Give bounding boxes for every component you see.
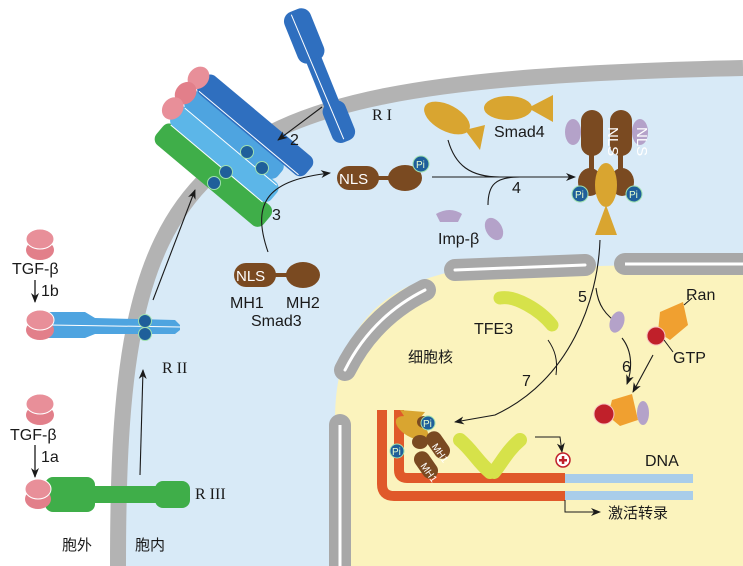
- tfe3-label: TFE3: [474, 321, 513, 338]
- tgf-beta-label-2: TGF-β: [10, 427, 57, 444]
- arrow-step-2: [277, 106, 323, 141]
- gtp-label: GTP: [673, 350, 706, 367]
- arrow-step-6-b: [632, 354, 654, 393]
- smad3p-nls-label: NLS: [339, 171, 368, 188]
- extracellular-label: 胞外: [62, 536, 92, 554]
- complex-nls-label-2: NLS: [633, 127, 650, 156]
- arrow-rII-to-complex: [152, 189, 196, 301]
- importin-a: [436, 210, 462, 222]
- tfe3-bound-a: [453, 433, 497, 479]
- smad4-a: [424, 101, 485, 150]
- step-4-label: 4: [512, 180, 521, 197]
- importin-b: [484, 217, 504, 241]
- receptor-I: [283, 8, 356, 143]
- smad4-label: Smad4: [494, 124, 545, 141]
- plus-icon: [555, 452, 571, 468]
- step-3-label: 3: [272, 207, 281, 224]
- smad3-mh2-label: MH2: [286, 295, 320, 312]
- receptor-I-label: R I: [372, 107, 392, 124]
- bound-pi-label-2: Pi: [392, 447, 401, 458]
- transcription-arrow: [564, 500, 601, 516]
- bound-pi-label-1: Pi: [423, 419, 432, 430]
- tgf-beta-ligand-2: [25, 393, 55, 425]
- tfe3-bound-b: [487, 433, 527, 479]
- step-7-label: 7: [522, 373, 531, 390]
- intracellular-label: 胞内: [135, 536, 165, 554]
- ran-pointer: [683, 297, 693, 306]
- importin-join-line: [487, 176, 521, 206]
- arrow-step-3: [261, 170, 331, 253]
- nuclear-envelope: [329, 253, 743, 566]
- smad-complex: [565, 110, 648, 235]
- smad4-b: [484, 95, 553, 122]
- tgf-beta-label-1: TGF-β: [12, 261, 59, 278]
- smad3-phosphorylated: [337, 155, 430, 191]
- arrow-rIII-to-rII: [138, 369, 147, 476]
- imp-beta-label: Imp-β: [438, 231, 479, 248]
- importin-nuclear: [609, 311, 625, 333]
- nucleus: [335, 262, 743, 566]
- dna-promoter: [377, 410, 565, 501]
- step-1a-label: 1a: [41, 449, 59, 466]
- receptor-II: [25, 309, 181, 341]
- activation-arrow: [535, 436, 565, 453]
- gtp-pointer: [663, 339, 674, 353]
- ran-label: Ran: [686, 287, 715, 304]
- dna: [565, 474, 693, 500]
- tfe3: [493, 291, 559, 332]
- step-2-label: 2: [290, 132, 299, 149]
- tgf-beta-ligand-1: [25, 228, 55, 260]
- receptor-II-label: R II: [162, 360, 187, 377]
- complex-nls-label-1: NLS: [604, 127, 621, 156]
- smad3-mh1-label: MH1: [230, 295, 264, 312]
- activate-transcription-label: 激活转录: [608, 504, 668, 522]
- smad3-nls-label: NLS: [236, 268, 265, 285]
- receptor-III: [24, 477, 190, 512]
- arrow-step-7: [454, 239, 601, 425]
- arrow-step-6-a: [621, 337, 634, 385]
- step-1b-label: 1b: [41, 283, 59, 300]
- step-6-label: 6: [622, 359, 631, 376]
- smad3p-pi-label: Pi: [416, 160, 425, 171]
- dna-label: DNA: [645, 453, 679, 470]
- complex-pi-label-1: Pi: [575, 190, 584, 201]
- smad4-join-line: [447, 139, 501, 178]
- receptor-complex: [154, 66, 314, 227]
- ran-gtp-importin-complex: [593, 394, 649, 426]
- ran-gtp: [646, 302, 688, 346]
- complex-phosphates: [207, 145, 269, 190]
- nucleus-label: 细胞核: [408, 348, 453, 366]
- smad3-label: Smad3: [251, 313, 302, 330]
- complex-pi-label-2: Pi: [629, 190, 638, 201]
- dna-bound-smad-complex: [389, 410, 451, 479]
- receptor-III-label: R III: [195, 486, 226, 503]
- tfe3-join-line: [547, 339, 558, 376]
- smad3-inactive: [234, 262, 320, 288]
- step-5-label: 5: [578, 289, 587, 306]
